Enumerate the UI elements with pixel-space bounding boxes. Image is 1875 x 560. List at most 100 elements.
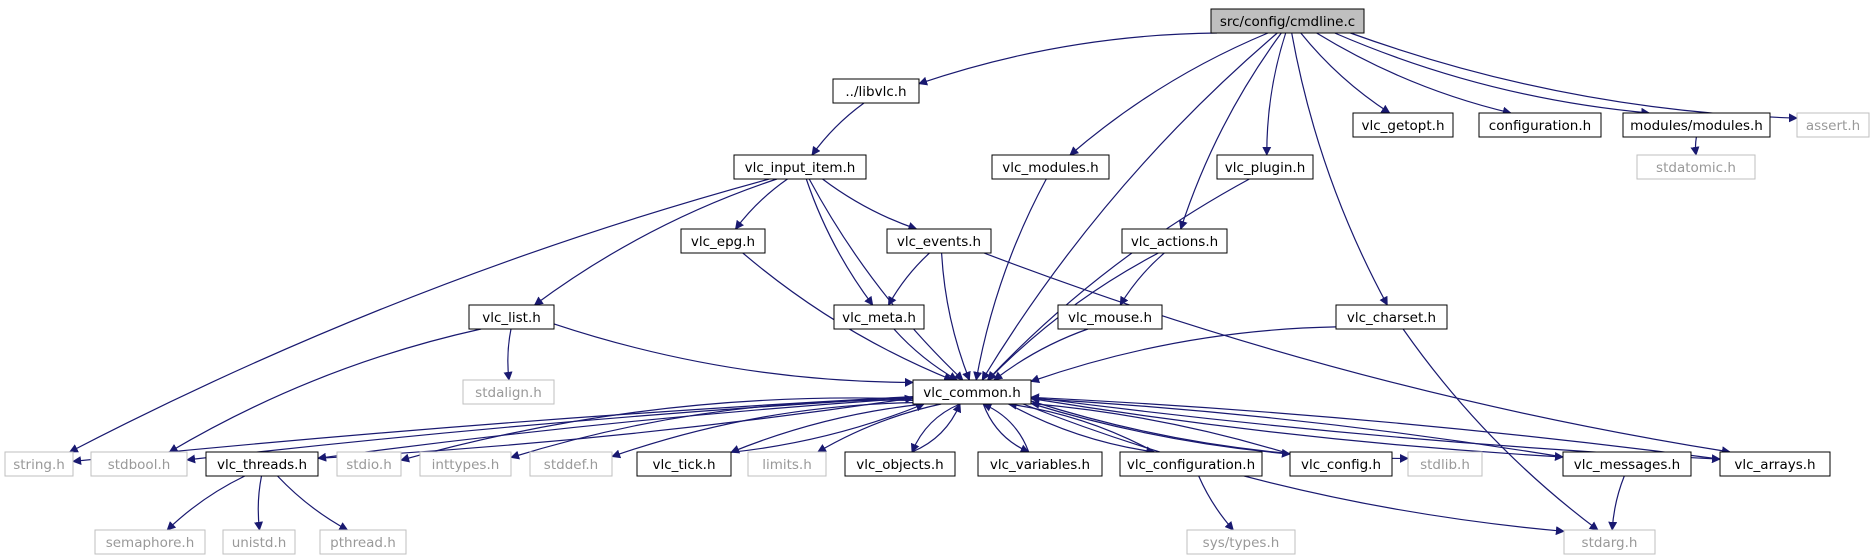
edge-line bbox=[1030, 326, 1337, 384]
edge-line bbox=[503, 328, 513, 381]
node-box bbox=[1622, 112, 1771, 138]
node-box bbox=[636, 451, 732, 477]
edge-root-to-configuration bbox=[1316, 32, 1512, 116]
edge-line bbox=[1178, 32, 1282, 230]
node-label: vlc_charset.h bbox=[1347, 310, 1436, 326]
edge-root-to-libvlc bbox=[918, 32, 1218, 86]
edge-line bbox=[1030, 397, 1564, 462]
node-box bbox=[1121, 228, 1228, 254]
edge-line bbox=[1030, 396, 1721, 464]
node-vlc-events[interactable]: vlc_events.h bbox=[886, 228, 992, 254]
edge-vlc_input_item-to-vlc_events bbox=[822, 178, 918, 231]
edges-layer bbox=[68, 32, 1798, 536]
edge-line bbox=[887, 252, 930, 306]
node-label: vlc_input_item.h bbox=[745, 160, 856, 176]
node-box bbox=[90, 451, 188, 477]
node-box bbox=[4, 451, 74, 477]
edge-root-to-modules_modules bbox=[1334, 32, 1651, 117]
node-vlc-mouse[interactable]: vlc_mouse.h bbox=[1057, 304, 1163, 330]
node-label: pthread.h bbox=[330, 535, 396, 551]
edge-vlc_configuration-to-vlc_common bbox=[1007, 400, 1155, 453]
edge-vlc_messages-to-stdarg bbox=[1608, 475, 1625, 531]
node-vlc-common[interactable]: vlc_common.h bbox=[912, 379, 1032, 405]
node-vlc-variables[interactable]: vlc_variables.h bbox=[977, 451, 1103, 477]
node-box bbox=[94, 529, 206, 555]
edge-line bbox=[983, 252, 1731, 456]
edge-line bbox=[1022, 403, 1565, 536]
node-vlc-list[interactable]: vlc_list.h bbox=[468, 304, 555, 330]
node-vlc-input-item[interactable]: vlc_input_item.h bbox=[733, 154, 867, 180]
edge-line bbox=[941, 252, 971, 381]
edge-vlc_list-to-stdbool bbox=[168, 328, 482, 453]
edge-vlc_common-to-stdbool bbox=[186, 396, 914, 464]
node-label: assert.h bbox=[1806, 118, 1860, 134]
edge-line bbox=[986, 178, 1250, 381]
node-assert: assert.h bbox=[1796, 112, 1870, 138]
edge-root-to-vlc_actions bbox=[1178, 32, 1282, 230]
node-box bbox=[462, 379, 555, 405]
node-box bbox=[1796, 112, 1870, 138]
node-label: vlc_plugin.h bbox=[1225, 160, 1306, 176]
node-vlc-charset[interactable]: vlc_charset.h bbox=[1335, 304, 1448, 330]
node-box bbox=[833, 304, 925, 330]
node-root[interactable]: src/config/cmdline.c bbox=[1210, 8, 1365, 34]
node-box bbox=[747, 451, 827, 477]
edge-line bbox=[1402, 328, 1599, 531]
edge-line bbox=[277, 475, 349, 531]
node-vlc-getopt[interactable]: vlc_getopt.h bbox=[1352, 112, 1454, 138]
node-box bbox=[912, 379, 1032, 405]
node-box bbox=[222, 529, 296, 555]
edge-line bbox=[510, 399, 914, 460]
edge-vlc_input_item-to-string bbox=[68, 178, 770, 453]
edge-line bbox=[1119, 252, 1165, 306]
node-box bbox=[1352, 112, 1454, 138]
node-vlc-objects[interactable]: vlc_objects.h bbox=[844, 451, 956, 477]
edge-vlc_variables-to-vlc_common bbox=[982, 403, 1030, 453]
node-vlc-modules[interactable]: vlc_modules.h bbox=[991, 154, 1110, 180]
edge-line bbox=[1350, 32, 1798, 123]
node-modules-modules[interactable]: modules/modules.h bbox=[1622, 112, 1771, 138]
node-box bbox=[1562, 451, 1692, 477]
node-label: stdio.h bbox=[346, 457, 392, 473]
node-label: vlc_getopt.h bbox=[1361, 118, 1444, 134]
edge-vlc_common-to-limits bbox=[817, 403, 942, 453]
node-vlc-arrays[interactable]: vlc_arrays.h bbox=[1719, 451, 1831, 477]
edge-vlc_events-to-vlc_common bbox=[941, 252, 971, 381]
edge-vlc_modules-to-vlc_common bbox=[973, 178, 1047, 381]
node-box bbox=[419, 451, 512, 477]
edge-line bbox=[1030, 394, 1564, 458]
edge-line bbox=[918, 32, 1218, 86]
edge-line bbox=[317, 397, 914, 462]
node-vlc-epg[interactable]: vlc_epg.h bbox=[680, 228, 766, 254]
node-label: vlc_variables.h bbox=[990, 457, 1090, 473]
edge-line bbox=[1008, 403, 1156, 456]
node-label: vlc_common.h bbox=[923, 385, 1021, 401]
node-vlc-meta[interactable]: vlc_meta.h bbox=[833, 304, 925, 330]
node-label: vlc_list.h bbox=[482, 310, 541, 326]
node-stdio: stdio.h bbox=[336, 451, 402, 477]
node-vlc-actions[interactable]: vlc_actions.h bbox=[1121, 228, 1228, 254]
node-box bbox=[680, 228, 766, 254]
node-vlc-config[interactable]: vlc_config.h bbox=[1289, 451, 1393, 477]
edge-vlc_common-to-vlc_tick bbox=[730, 403, 925, 454]
edge-line bbox=[893, 328, 958, 381]
node-stdatomic: stdatomic.h bbox=[1636, 154, 1756, 180]
node-vlc-configuration[interactable]: vlc_configuration.h bbox=[1119, 451, 1263, 477]
node-label: vlc_tick.h bbox=[652, 457, 715, 473]
node-vlc-plugin[interactable]: vlc_plugin.h bbox=[1216, 154, 1314, 180]
node-label: string.h bbox=[13, 457, 65, 473]
edge-line bbox=[186, 396, 914, 464]
node-configuration[interactable]: configuration.h bbox=[1478, 112, 1602, 138]
node-box bbox=[977, 451, 1103, 477]
node-box bbox=[1636, 154, 1756, 180]
node-string: string.h bbox=[4, 451, 74, 477]
node-vlc-threads[interactable]: vlc_threads.h bbox=[205, 451, 319, 477]
node-vlc-messages[interactable]: vlc_messages.h bbox=[1562, 451, 1692, 477]
edge-line bbox=[1007, 400, 1155, 453]
node-vlc-tick[interactable]: vlc_tick.h bbox=[636, 451, 732, 477]
edge-root-to-vlc_charset bbox=[1291, 32, 1388, 306]
node-libvlc[interactable]: ../libvlc.h bbox=[832, 78, 920, 104]
edge-vlc_threads-to-unistd bbox=[254, 475, 263, 531]
node-box bbox=[733, 154, 867, 180]
node-label: vlc_modules.h bbox=[1002, 160, 1098, 176]
